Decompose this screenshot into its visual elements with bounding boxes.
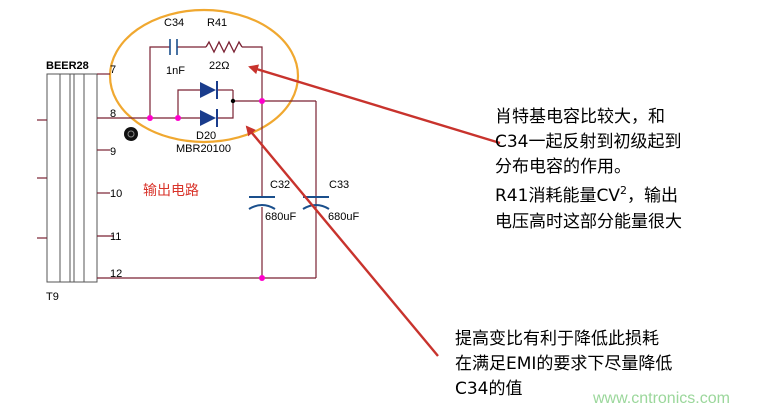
arrow-lower [245, 125, 439, 357]
c33-capacitor [302, 196, 330, 210]
watermark: www.cntronics.com [592, 390, 730, 407]
diode-ref: D20 [196, 130, 216, 142]
note3-line1: 提高变比有利于降低此损耗 [455, 329, 659, 349]
c34-value: 1nF [166, 65, 185, 77]
transformer-ref: T9 [46, 291, 59, 303]
r41-ref: R41 [207, 17, 227, 29]
c32-ref: C32 [270, 179, 290, 191]
pin-stubs [97, 73, 316, 279]
note3-line2: 在满足EMI的要求下尽量降低 [455, 354, 672, 374]
transformer-label: BEER28 [46, 60, 89, 72]
pin-9: 9 [110, 146, 116, 158]
note3-line3: C34的值 [455, 379, 523, 399]
c33-ref: C33 [329, 179, 349, 191]
circuit-wires [149, 46, 317, 278]
note2-line1: R41消耗能量CV2，输出 [495, 184, 678, 206]
diode-d20 [200, 81, 218, 127]
note1-line2: C34一起反射到初级起到 [495, 132, 682, 152]
pin-8: 8 [110, 108, 116, 120]
pin-7: 7 [110, 64, 116, 76]
winding-dot [124, 127, 138, 141]
c34-capacitor [169, 39, 178, 55]
note1-line1: 肖特基电容比较大，和 [495, 107, 665, 127]
note2-line2: 电压高时这部分能量很大 [495, 212, 682, 232]
c32-capacitor [248, 196, 276, 210]
pin-11: 11 [110, 231, 121, 243]
c33-value: 680uF [328, 211, 359, 223]
pin-12: 12 [110, 268, 122, 280]
left-stubs [37, 119, 47, 239]
r41-resistor [205, 40, 243, 54]
highlight-ellipse [108, 8, 300, 144]
r41-value: 22Ω [209, 60, 229, 72]
diode-part: MBR20100 [176, 143, 231, 155]
transformer [46, 73, 98, 283]
junction-nodes [147, 98, 265, 281]
note1-line3: 分布电容的作用。 [495, 157, 631, 177]
c34-ref: C34 [164, 17, 184, 29]
arrow-upper [248, 64, 501, 145]
pin-10: 10 [110, 188, 122, 200]
c32-value: 680uF [265, 211, 296, 223]
circuit-label: 输出电路 [143, 183, 199, 199]
